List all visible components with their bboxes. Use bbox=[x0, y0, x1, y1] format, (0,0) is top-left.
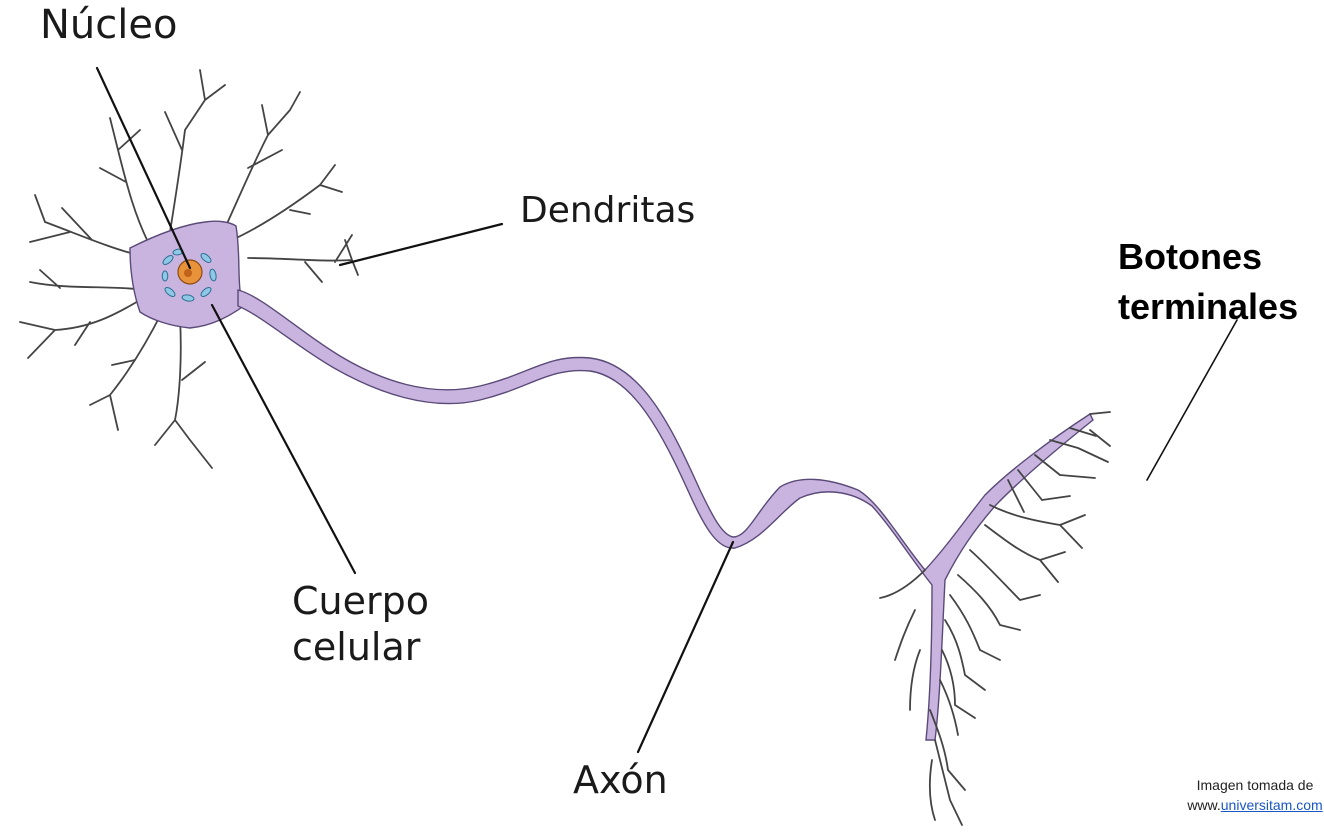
terminal-branches bbox=[880, 412, 1110, 825]
label-cell-body-line1: Cuerpo bbox=[292, 578, 429, 624]
credit-line1: Imagen tomada de bbox=[1185, 775, 1324, 795]
leader-cell-body bbox=[212, 305, 355, 573]
image-credit: Imagen tomada de www.universitam.com bbox=[1185, 775, 1324, 815]
credit-prefix: www. bbox=[1187, 797, 1220, 813]
label-terminal-buttons-line2: terminales bbox=[1118, 282, 1298, 332]
leader-dendrites bbox=[340, 224, 502, 265]
leader-terminals bbox=[1147, 320, 1237, 480]
leader-axon bbox=[638, 542, 733, 752]
credit-link[interactable]: universitam.com bbox=[1221, 797, 1323, 813]
neuron-membrane bbox=[130, 221, 1093, 740]
credit-line2: www.universitam.com bbox=[1185, 795, 1324, 815]
label-cell-body-line2: celular bbox=[292, 624, 429, 670]
label-dendrites: Dendritas bbox=[520, 190, 695, 231]
nucleolus bbox=[184, 269, 192, 277]
label-nucleus: Núcleo bbox=[40, 2, 177, 48]
leader-lines bbox=[97, 68, 1237, 752]
label-cell-body: Cuerpo celular bbox=[292, 578, 429, 670]
label-terminal-buttons: Botones terminales bbox=[1118, 232, 1298, 332]
label-terminal-buttons-line1: Botones bbox=[1118, 232, 1298, 282]
leader-nucleus bbox=[97, 68, 190, 268]
label-axon: Axón bbox=[573, 758, 668, 802]
